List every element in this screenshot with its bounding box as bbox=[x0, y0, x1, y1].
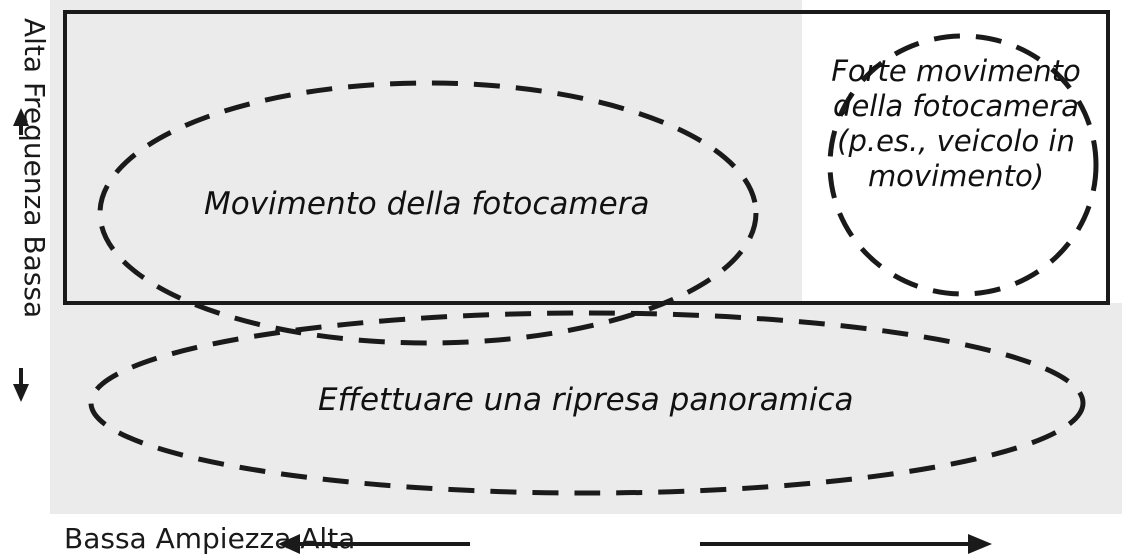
camera-movement-ellipse bbox=[97, 80, 759, 346]
panning-label: Effettuare una ripresa panoramica bbox=[318, 382, 854, 418]
x-axis-right-arrow bbox=[700, 534, 992, 554]
x-axis-label: Bassa Ampiezza Alta bbox=[64, 522, 356, 555]
panning-ellipse bbox=[88, 310, 1086, 496]
y-axis-label: Alta Frequenza Bassa bbox=[18, 18, 51, 319]
x-axis-left-arrow bbox=[278, 534, 470, 554]
y-axis-up-arrow bbox=[13, 108, 29, 135]
strong-movement-label: Forte movimento della fotocamera (p.es.,… bbox=[831, 54, 1081, 193]
strong-movement-ellipse bbox=[827, 33, 1099, 297]
high-frequency-frame bbox=[63, 10, 1110, 305]
y-axis-down-arrow bbox=[13, 368, 29, 402]
background-region-upper bbox=[50, 0, 802, 303]
camera-movement-label: Movimento della fotocamera bbox=[204, 186, 650, 222]
